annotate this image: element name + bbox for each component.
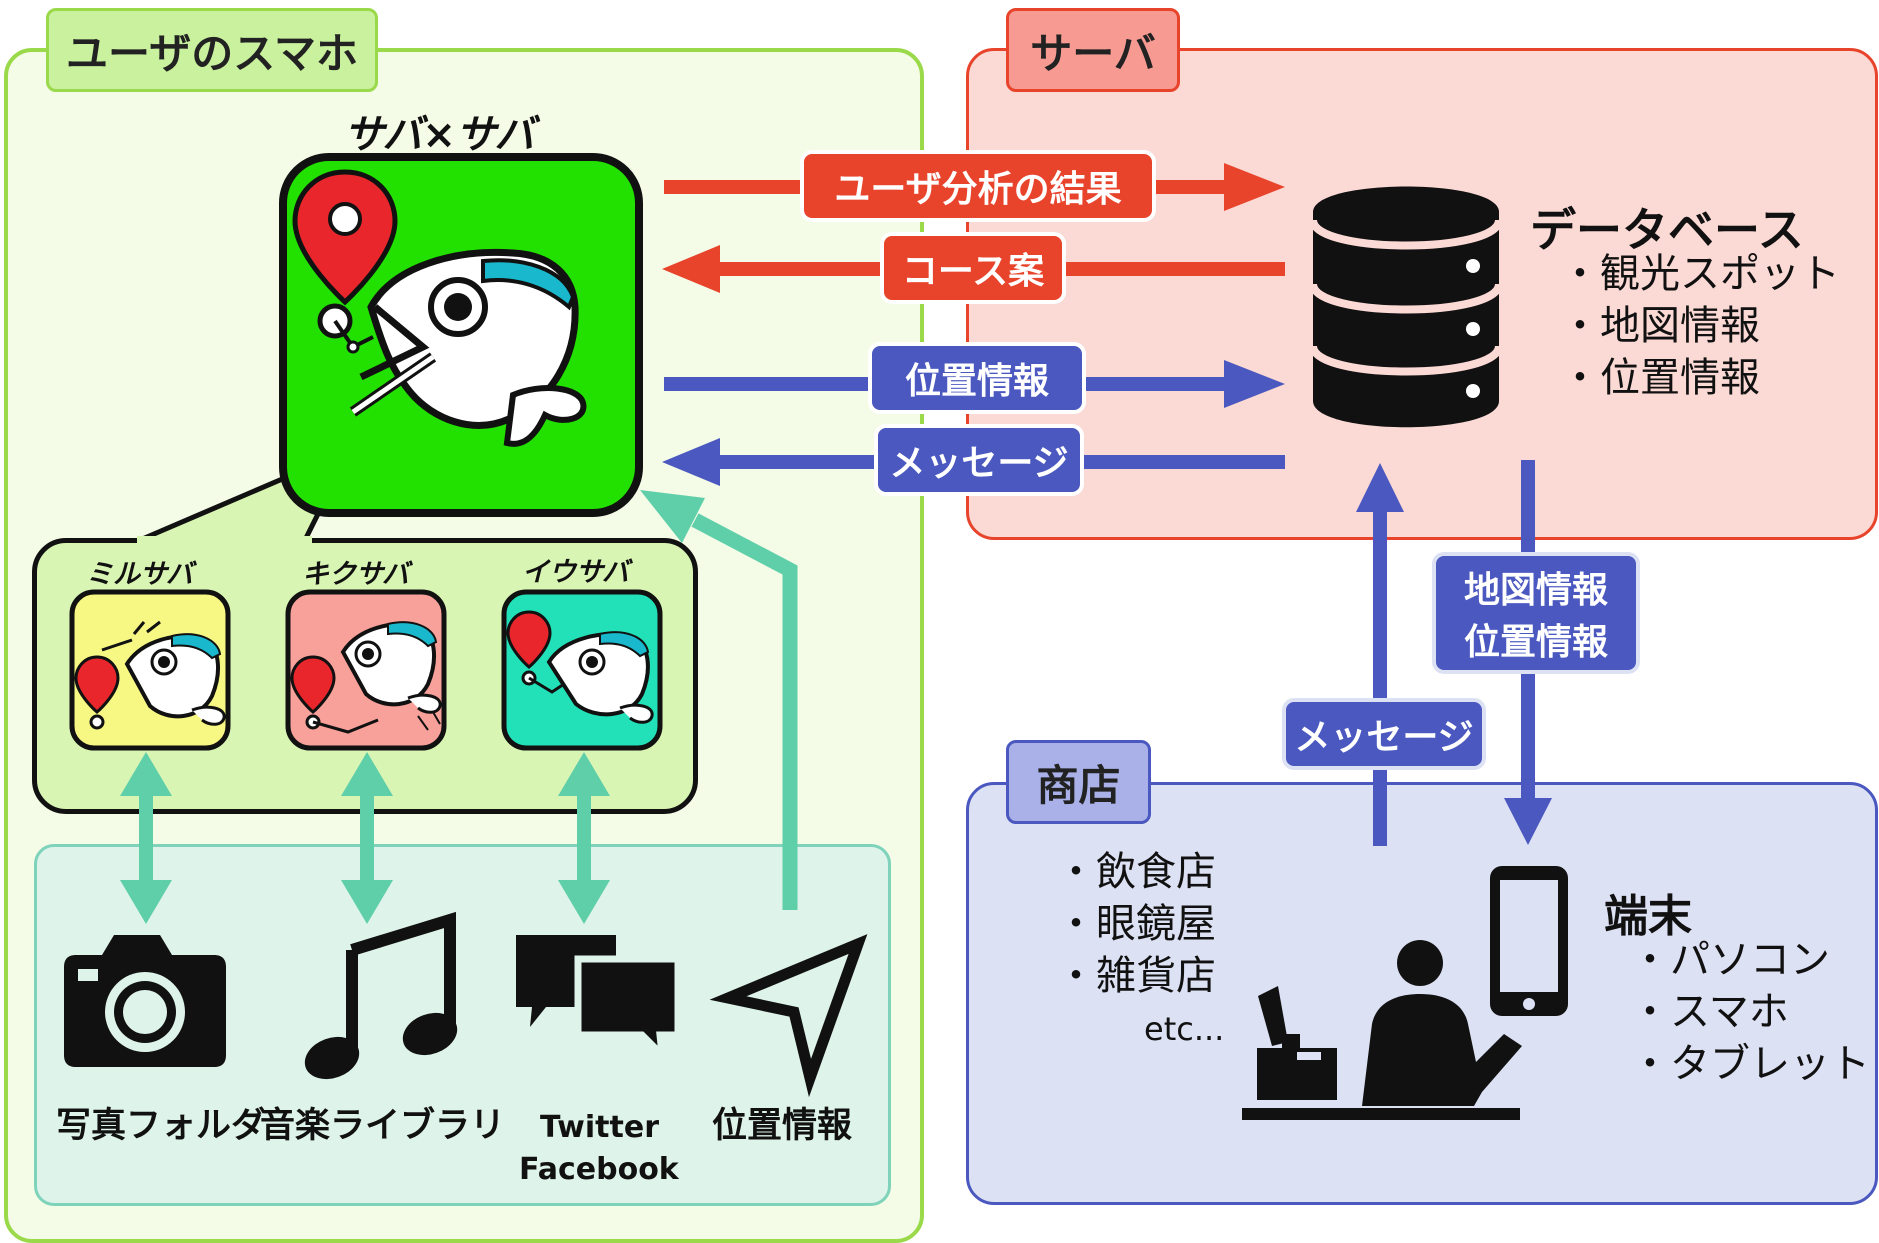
flow-label-user-analysis: ユーザ分析の結果: [800, 150, 1156, 222]
terminal-item: ・タブレット: [1630, 1041, 1870, 1087]
shop-item: ・眼鏡屋: [1056, 901, 1216, 947]
shop-clerk-icon: [1242, 866, 1568, 1120]
arrow-location-to-app-head: [640, 490, 705, 543]
sub-app-label-kiku: キクサバ: [302, 559, 409, 590]
sub-app-icon-kiku: [285, 589, 447, 751]
shop-item: ・飲食店: [1056, 849, 1216, 895]
flow-label-message: メッセージ: [874, 424, 1084, 496]
database-item: ・地図情報: [1560, 303, 1760, 349]
location-arrow-icon: [709, 934, 868, 1098]
shop-items: ・飲食店 ・眼鏡屋 ・雑貨店: [1056, 846, 1216, 1002]
shop-etc: etc...: [1144, 1010, 1225, 1048]
sub-app-icon-iu: [501, 589, 663, 751]
terminal-item: ・パソコン: [1630, 937, 1830, 983]
flow-label-location-info: 位置情報: [868, 342, 1086, 414]
flow-label-map-line1: 地図情報: [1463, 570, 1608, 611]
terminal-items: ・パソコン ・スマホ ・タブレット: [1630, 934, 1870, 1090]
database-item: ・位置情報: [1560, 355, 1760, 401]
database-icon: [1309, 186, 1503, 428]
double-arrow-music: [341, 752, 393, 924]
chat-bubbles-icon: [516, 935, 682, 1065]
database-item: ・観光スポット: [1560, 251, 1840, 297]
terminal-item: ・スマホ: [1630, 989, 1789, 1035]
location-source-label: 位置情報: [712, 1106, 853, 1146]
database-items: ・観光スポット ・地図情報 ・位置情報: [1560, 248, 1840, 404]
music-note-icon: [304, 911, 458, 1080]
sub-app-label-miru: ミルサバ: [86, 559, 193, 590]
music-library-label: 音楽ライブラリ: [260, 1106, 506, 1146]
app-icon: [279, 153, 643, 517]
flow-label-shop-message: メッセージ: [1282, 698, 1486, 770]
flow-label-map-line2: 位置情報: [1463, 622, 1608, 663]
arrow-location-to-app: [691, 513, 798, 910]
double-arrow-sns: [558, 752, 610, 924]
sub-app-label-iu: イウサバ: [522, 557, 629, 588]
smartphone-section-title: ユーザのスマホ: [46, 8, 378, 92]
photo-folder-label: 写真フォルダ: [56, 1106, 267, 1146]
sns-label-facebook: Facebook: [519, 1152, 679, 1187]
double-arrow-photo: [120, 752, 172, 924]
flow-label-map-location: 地図情報 位置情報: [1432, 552, 1640, 674]
sns-label-twitter: Twitter: [540, 1110, 659, 1145]
server-section-title: サーバ: [1006, 8, 1180, 92]
shop-section-title: 商店: [1006, 740, 1151, 824]
terminal-title: 端末: [1604, 891, 1692, 942]
app-name: サバ×サバ: [344, 112, 535, 158]
database-title: データベース: [1530, 203, 1804, 257]
arrow-shop-message-up: [1356, 463, 1404, 846]
shop-region: [966, 782, 1878, 1205]
camera-icon: [64, 935, 226, 1067]
shop-item: ・雑貨店: [1056, 953, 1216, 999]
sub-app-icon-miru: [69, 589, 231, 751]
flow-label-course-plan: コース案: [880, 232, 1066, 304]
